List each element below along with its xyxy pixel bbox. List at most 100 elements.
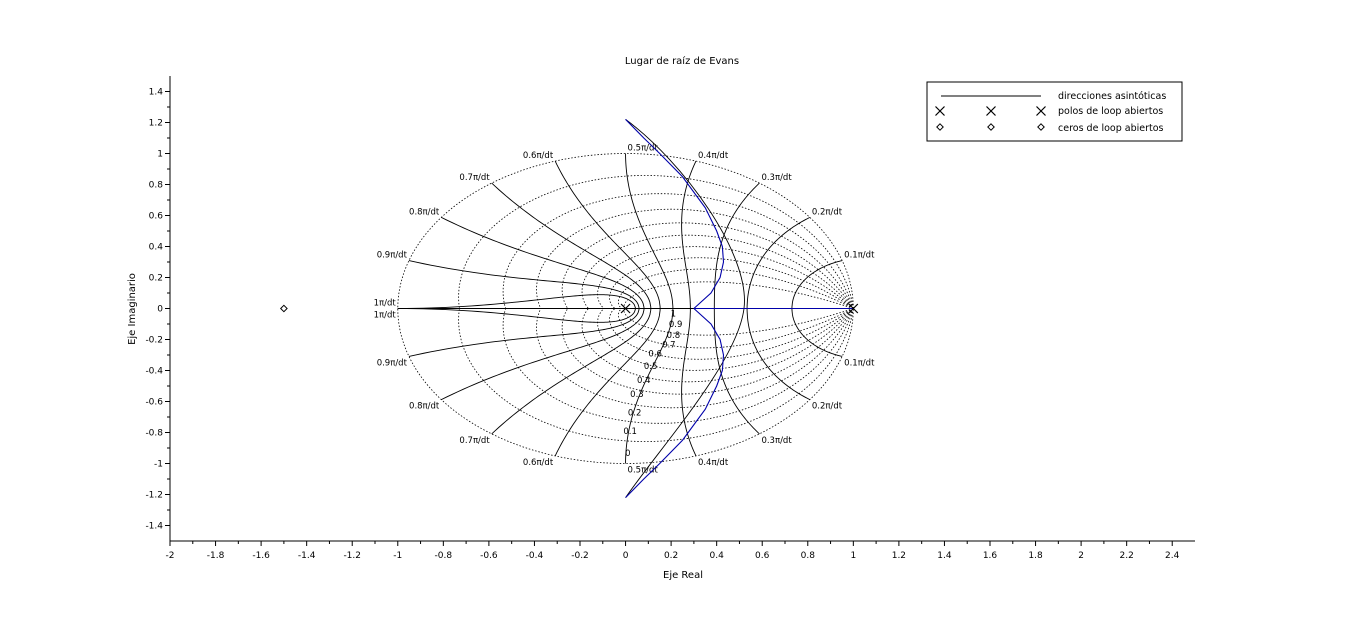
y-tick-label: 1.4	[149, 88, 164, 98]
zeta-curve	[597, 308, 854, 371]
x-tick-label: -1.8	[207, 551, 225, 561]
zgrid: 00.10.20.30.40.50.60.70.80.910.1π/dt0.1π…	[374, 144, 875, 476]
wn-curve	[397, 308, 636, 323]
natural-freq-label: 0.4π/dt	[698, 151, 729, 161]
natural-freq-label: 0.2π/dt	[812, 402, 843, 412]
damping-label: 0.6	[648, 350, 662, 360]
wn-curve	[713, 182, 760, 309]
damping-label: 0.2	[628, 408, 642, 418]
pole-marker	[620, 303, 631, 314]
zeta-curve	[536, 308, 854, 409]
zero-marker	[987, 123, 995, 131]
x-tick-label: 0.2	[664, 551, 678, 561]
x-tick-label: -0.2	[571, 551, 589, 561]
zeta-curve	[458, 175, 854, 309]
zeta-curve	[623, 308, 854, 336]
x-tick-label: 0	[623, 551, 629, 561]
natural-freq-label: 0.7π/dt	[459, 173, 490, 183]
x-tick-label: 0.4	[710, 551, 725, 561]
wn-curve	[625, 308, 674, 464]
zeta-curve	[609, 308, 854, 360]
x-tick-label: -0.6	[480, 551, 498, 561]
natural-freq-label: 0.8π/dt	[409, 402, 440, 412]
wn-curve	[713, 308, 760, 435]
legend-box	[926, 81, 1183, 142]
natural-freq-label: 0.9π/dt	[377, 358, 408, 368]
natural-freq-label: 0.2π/dt	[812, 207, 843, 217]
zeta-curve	[536, 208, 854, 309]
natural-freq-label: 0.6π/dt	[523, 458, 554, 468]
zeta-curve	[618, 268, 854, 309]
natural-freq-label: 1π/dt	[374, 311, 397, 321]
natural-freq-label: 0.9π/dt	[377, 251, 408, 261]
legend-label-poles: polos de loop abiertos	[1058, 106, 1163, 117]
y-tick-label: 0.4	[149, 243, 164, 253]
damping-label: 0.9	[669, 320, 683, 330]
natural-freq-label: 1π/dt	[374, 299, 397, 309]
zeta-curve	[502, 308, 854, 424]
wn-curve	[441, 308, 645, 401]
wn-curve	[408, 260, 640, 309]
wn-curve	[491, 182, 652, 309]
y-tick-label: -0.6	[145, 398, 163, 408]
x-tick-label: -2	[166, 551, 175, 561]
legend-pole-markers	[935, 106, 1046, 116]
natural-freq-label: 0.3π/dt	[761, 436, 792, 446]
x-tick-label: 2.4	[1165, 551, 1180, 561]
y-axis-title: Eje Imaginario	[127, 273, 138, 345]
x-tick-label: -0.4	[526, 551, 544, 561]
zeta-curve	[397, 153, 854, 464]
x-tick-label: 1.2	[892, 551, 906, 561]
wn-curve	[408, 308, 640, 357]
damping-label: 0.1	[623, 427, 637, 437]
x-axis-title: Eje Real	[663, 570, 703, 581]
x-tick-label: -1.4	[298, 551, 316, 561]
x-tick-label: 1.8	[1028, 551, 1043, 561]
damping-label: 0.5	[644, 362, 658, 372]
y-tick-label: 0	[157, 305, 163, 315]
legend: direcciones asintóticas polos de loop ab…	[926, 81, 1183, 142]
x-tick-label: -1.6	[252, 551, 270, 561]
y-tick-label: -1.2	[145, 491, 163, 501]
wn-curve	[681, 160, 697, 309]
wn-curve	[554, 308, 661, 457]
damping-label: 0	[625, 449, 630, 459]
x-tick-label: 1.6	[983, 551, 998, 561]
y-tick-label: 0.2	[149, 274, 163, 284]
zero-marker	[936, 123, 944, 131]
zeta-curve	[618, 308, 854, 349]
locus-branch	[625, 308, 725, 498]
y-tick-label: 1.2	[149, 119, 163, 129]
natural-freq-label: 0.7π/dt	[459, 436, 490, 446]
x-tick-label: 0.6	[755, 551, 770, 561]
zeta-curve	[597, 246, 854, 309]
root-locus	[625, 119, 854, 498]
natural-freq-label: 0.8π/dt	[409, 207, 440, 217]
y-tick-label: -1	[154, 460, 163, 470]
damping-label: 1	[671, 309, 676, 319]
y-tick-label: 0.8	[149, 181, 164, 191]
zeta-curve	[502, 193, 854, 309]
markers	[279, 303, 859, 314]
y-tick-label: 0.6	[149, 212, 164, 222]
zeta-curve	[623, 281, 854, 309]
damping-label: 0.7	[662, 340, 676, 350]
x-tick-label: -0.8	[435, 551, 453, 561]
x-tick-label: 2	[1078, 551, 1084, 561]
natural-freq-label: 0.3π/dt	[761, 173, 792, 183]
x-tick-label: 1	[850, 551, 856, 561]
legend-label-zeros: ceros de loop abiertos	[1058, 123, 1164, 134]
legend-label-asymptotes: direcciones asintóticas	[1058, 91, 1166, 102]
chart-title: Lugar de raíz de Evans	[625, 55, 739, 67]
damping-label: 0.8	[667, 331, 681, 341]
zero-marker	[279, 304, 288, 313]
natural-freq-label: 0.5π/dt	[628, 466, 659, 476]
pole-marker	[986, 106, 996, 116]
pole-marker	[848, 303, 859, 314]
natural-freq-label: 0.1π/dt	[844, 358, 875, 368]
wn-curve	[791, 308, 843, 357]
locus-branch	[625, 119, 725, 309]
natural-freq-label: 0.6π/dt	[523, 151, 554, 161]
damping-label: 0.3	[630, 390, 644, 400]
pole-marker	[1036, 106, 1046, 116]
